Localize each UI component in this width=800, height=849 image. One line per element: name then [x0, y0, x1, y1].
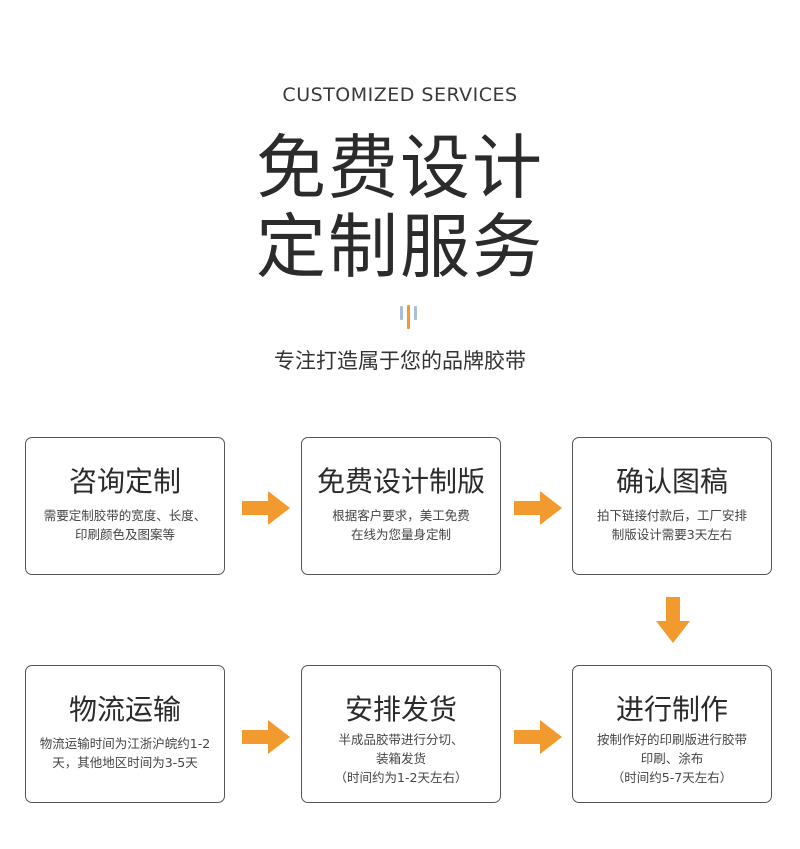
- divider-bars-icon: [398, 305, 420, 331]
- arrow-right-icon: [242, 491, 290, 525]
- step-desc: 按制作好的印刷版进行胶带 印刷、涂布 （时间约5-7天左右）: [596, 732, 747, 785]
- step-free-design: 免费设计制版 根据客户要求，美工免费 在线为您量身定制: [301, 437, 501, 575]
- step-title: 免费设计制版: [316, 465, 485, 498]
- step-desc: 根据客户要求，美工免费 在线为您量身定制: [332, 508, 470, 542]
- step-title: 确认图稿: [615, 465, 728, 498]
- step-production: 进行制作 按制作好的印刷版进行胶带 印刷、涂布 （时间约5-7天左右）: [572, 665, 772, 803]
- step-title: 安排发货: [344, 693, 457, 726]
- step-title: 进行制作: [615, 693, 728, 726]
- step-confirm-draft: 确认图稿 拍下链接付款后，工厂安排 制版设计需要3天左右: [572, 437, 772, 575]
- page-title-line2: 定制服务: [256, 206, 544, 288]
- arrow-down-icon: [656, 597, 690, 643]
- step-title: 咨询定制: [68, 465, 181, 498]
- arrow-right-icon: [242, 720, 290, 754]
- step-consult: 咨询定制 需要定制胶带的宽度、长度、 印刷颜色及图案等: [25, 437, 225, 575]
- step-desc: 物流运输时间为江浙沪皖约1-2 天，其他地区时间为3-5天: [39, 736, 211, 770]
- arrow-right-icon: [514, 491, 562, 525]
- step-desc: 半成品胶带进行分切、 装箱发货 （时间约为1-2天左右）: [334, 732, 468, 785]
- step-desc: 拍下链接付款后，工厂安排 制版设计需要3天左右: [596, 508, 747, 542]
- step-title: 物流运输: [68, 693, 181, 726]
- step-ship: 安排发货 半成品胶带进行分切、 装箱发货 （时间约为1-2天左右）: [301, 665, 501, 803]
- tagline: 专注打造属于您的品牌胶带: [274, 349, 526, 373]
- step-logistics: 物流运输 物流运输时间为江浙沪皖约1-2 天，其他地区时间为3-5天: [25, 665, 225, 803]
- page-title-line1: 免费设计: [256, 127, 544, 209]
- arrow-right-icon: [514, 720, 562, 754]
- step-desc: 需要定制胶带的宽度、长度、 印刷颜色及图案等: [43, 508, 207, 542]
- subtitle-en: CUSTOMIZED SERVICES: [282, 84, 518, 106]
